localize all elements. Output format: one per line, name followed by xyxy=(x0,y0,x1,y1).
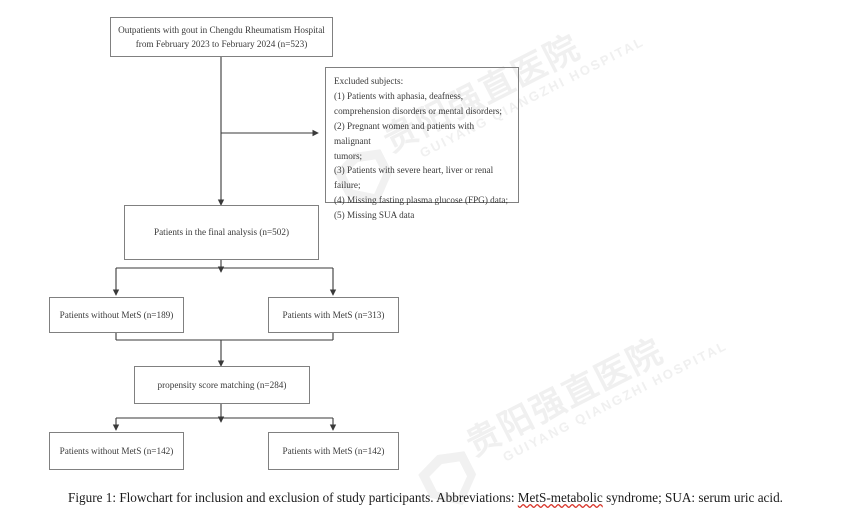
node-with-mets-post-label: Patients with MetS (n=142) xyxy=(282,445,385,456)
node-psm-label: propensity score matching (n=284) xyxy=(157,379,287,390)
excluded-item-3b: failure; xyxy=(334,180,361,191)
excluded-item-2a: (2) Pregnant women and patients with mal… xyxy=(334,120,475,146)
caption-prefix: Figure 1: Flowchart for inclusion and ex… xyxy=(68,490,518,505)
node-final-analysis: Patients in the final analysis (n=502) xyxy=(124,205,319,260)
node-without-mets-pre-label: Patients without MetS (n=189) xyxy=(59,309,174,320)
excluded-title: Excluded subjects: xyxy=(334,76,404,86)
node-excluded-subjects: Excluded subjects: (1) Patients with aph… xyxy=(325,67,519,220)
excluded-item-4: (4) Missing fasting plasma glucose (FPG)… xyxy=(334,195,509,206)
node-with-mets-post: Patients with MetS (n=142) xyxy=(268,432,399,470)
excluded-item-1a: (1) Patients with aphasia, deafness, xyxy=(334,90,464,101)
node-source-line2: from February 2023 to February 2024 (n=5… xyxy=(135,39,308,49)
node-with-mets-pre-label: Patients with MetS (n=313) xyxy=(282,309,385,320)
excluded-item-5: (5) Missing SUA data xyxy=(334,210,415,221)
node-with-mets-pre: Patients with MetS (n=313) xyxy=(268,297,399,333)
excluded-item-2b: tumors; xyxy=(334,150,363,161)
node-without-mets-post-label: Patients without MetS (n=142) xyxy=(59,445,174,456)
node-without-mets-pre: Patients without MetS (n=189) xyxy=(49,297,184,333)
caption-spellcheck-term: MetS-metabolic xyxy=(517,490,603,505)
node-source-population: Outpatients with gout in Chengdu Rheumat… xyxy=(110,17,333,57)
node-propensity-score-matching: propensity score matching (n=284) xyxy=(134,366,310,404)
caption-suffix: syndrome; SUA: serum uric acid. xyxy=(602,490,783,505)
node-source-line1: Outpatients with gout in Chengdu Rheumat… xyxy=(118,24,325,35)
node-final-analysis-label: Patients in the final analysis (n=502) xyxy=(153,227,290,238)
excluded-item-1b: comprehension disorders or mental disord… xyxy=(334,105,502,116)
excluded-item-3a: (3) Patients with severe heart, liver or… xyxy=(334,165,494,176)
node-without-mets-post: Patients without MetS (n=142) xyxy=(49,432,184,470)
figure-caption: Figure 1: Flowchart for inclusion and ex… xyxy=(0,490,851,506)
